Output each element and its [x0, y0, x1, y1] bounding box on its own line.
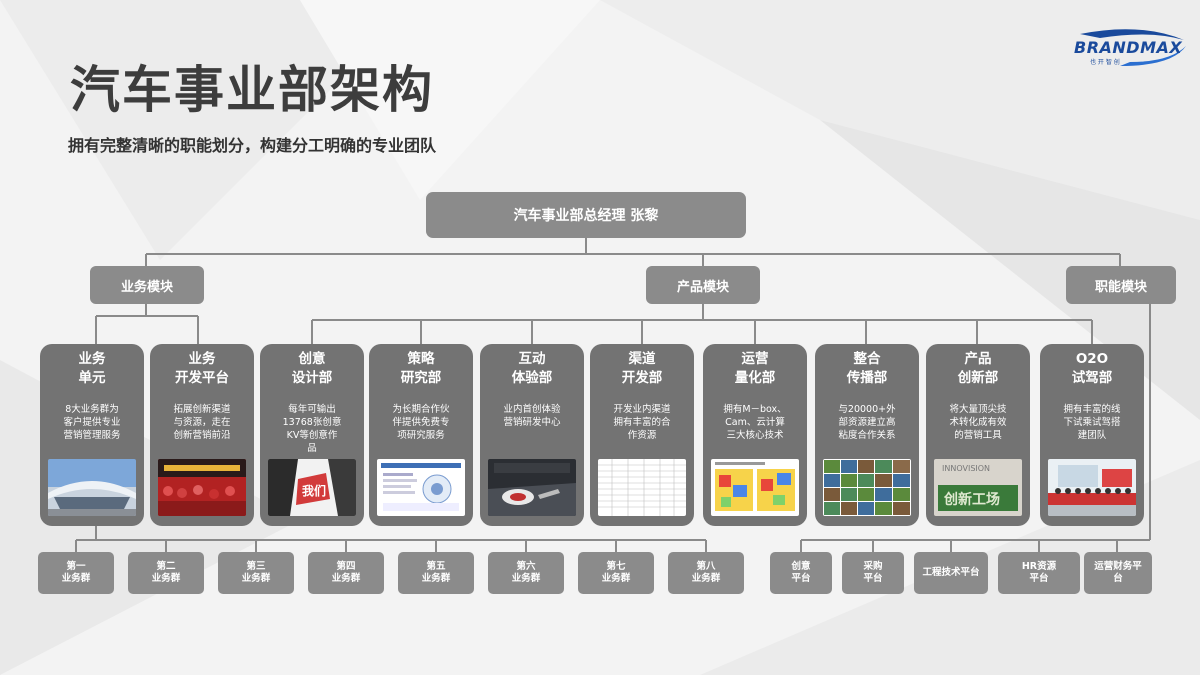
wall-logo-text: INNOVISION	[942, 464, 990, 473]
crowd-image	[158, 459, 246, 516]
page-subtitle: 拥有完整清晰的职能划分，构建分工明确的专业团队	[68, 136, 437, 155]
logo-swoosh-icon	[1080, 29, 1186, 66]
card-desc: 业内首创体验 营销研发中心	[503, 404, 561, 428]
heatmap-image	[711, 459, 799, 516]
platform-procurement: 采购 平台	[842, 552, 904, 594]
card-title: 业务 开发平台	[175, 351, 229, 386]
function-module-box: 职能模块	[1066, 266, 1176, 304]
card-strategy-research: 策略 研究部 为长期合作伙 伴提供免费专 项研究服务	[369, 344, 473, 526]
card-title: 产品 创新部	[957, 351, 999, 386]
card-title: 创意 设计部	[291, 351, 333, 386]
comic-text: 我们	[302, 483, 326, 498]
wall-sign-text: 创新工场	[943, 491, 1000, 508]
card-desc: 与20000+外 部资源建立高 粘度合作关系	[838, 404, 896, 441]
document-image	[377, 459, 465, 516]
business-group-7: 第七 业务群	[578, 552, 654, 594]
platform-creative: 创意 平台	[770, 552, 832, 594]
table-image	[598, 459, 686, 516]
card-interactive-experience: 互动 体验部 业内首创体验 营销研发中心	[480, 344, 584, 526]
card-creative-design: 创意 设计部 每年可输出 13768张创意 KV等创意作 品 我们	[260, 344, 364, 526]
card-business-dev-platform: 业务 开发平台 拓展创新渠道 与资源，走在 创新营销前沿	[150, 344, 254, 526]
card-desc: 将大量顶尖技 术转化成有效 的营销工具	[949, 404, 1007, 441]
business-group-2: 第二 业务群	[128, 552, 204, 594]
card-desc: 每年可输出 13768张创意 KV等创意作 品	[282, 404, 342, 454]
business-group-8: 第八 业务群	[668, 552, 744, 594]
stadium-image	[48, 459, 136, 516]
brandmax-logo: BRANDMAX 也 开 智 创	[1060, 26, 1188, 70]
card-operations-quant: 运营 量化部 拥有M－box、 Cam、云计算 三大核心技术	[703, 344, 807, 526]
card-title: O2O 试驾部	[1071, 351, 1113, 386]
platform-hr: HR资源 平台	[998, 552, 1080, 594]
platform-engineering: 工程技术平台	[914, 552, 988, 594]
card-title: 渠道 开发部	[621, 351, 663, 386]
card-title: 整合 传播部	[846, 351, 888, 386]
card-desc: 拓展创新渠道 与资源，走在 创新营销前沿	[173, 404, 231, 441]
card-integrated-communication: 整合 传播部 与20000+外 部资源建立高 粘度合作关系	[815, 344, 919, 526]
room-image	[488, 459, 576, 516]
business-group-5: 第五 业务群	[398, 552, 474, 594]
card-product-innovation: 产品 创新部 将大量顶尖技 术转化成有效 的营销工具 INNOVISION 创新…	[926, 344, 1030, 526]
innovation-wall-image: INNOVISION 创新工场	[934, 459, 1022, 516]
business-group-4: 第四 业务群	[308, 552, 384, 594]
product-module-box: 产品模块	[646, 266, 760, 304]
photo-grid-image	[823, 459, 911, 516]
card-channel-development: 渠道 开发部 开发业内渠道 拥有丰富的合 作资源	[590, 344, 694, 526]
card-desc: 开发业内渠道 拥有丰富的合 作资源	[613, 404, 671, 441]
card-title: 业务 单元	[78, 351, 106, 386]
card-desc: 为长期合作伙 伴提供免费专 项研究服务	[392, 404, 450, 441]
logo-text: BRANDMAX	[1074, 38, 1183, 57]
business-group-6: 第六 业务群	[488, 552, 564, 594]
page-title: 汽车事业部架构	[70, 61, 434, 119]
platform-finance: 运营财务平 台	[1084, 552, 1152, 594]
card-title: 互动 体验部	[511, 351, 553, 386]
card-business-unit: 业务 单元 8大业务群为 客户提供专业 营销管理服务	[40, 344, 144, 526]
card-desc: 拥有M－box、 Cam、云计算 三大核心技术	[723, 404, 787, 441]
logo-subtext: 也 开 智 创	[1090, 59, 1120, 66]
card-title: 策略 研究部	[400, 351, 442, 386]
comic-image: 我们	[268, 459, 356, 516]
general-manager-box: 汽车事业部总经理 张黎	[426, 192, 746, 238]
card-title: 运营 量化部	[734, 351, 776, 386]
card-o2o-test-drive: O2O 试驾部 拥有丰富的线 下试乘试驾搭 建团队	[1040, 344, 1144, 526]
card-desc: 拥有丰富的线 下试乘试驾搭 建团队	[1063, 404, 1121, 441]
business-module-box: 业务模块	[90, 266, 204, 304]
team-photo-image	[1048, 459, 1136, 516]
card-desc: 8大业务群为 客户提供专业 营销管理服务	[63, 404, 121, 441]
business-group-3: 第三 业务群	[218, 552, 294, 594]
business-group-1: 第一 业务群	[38, 552, 114, 594]
